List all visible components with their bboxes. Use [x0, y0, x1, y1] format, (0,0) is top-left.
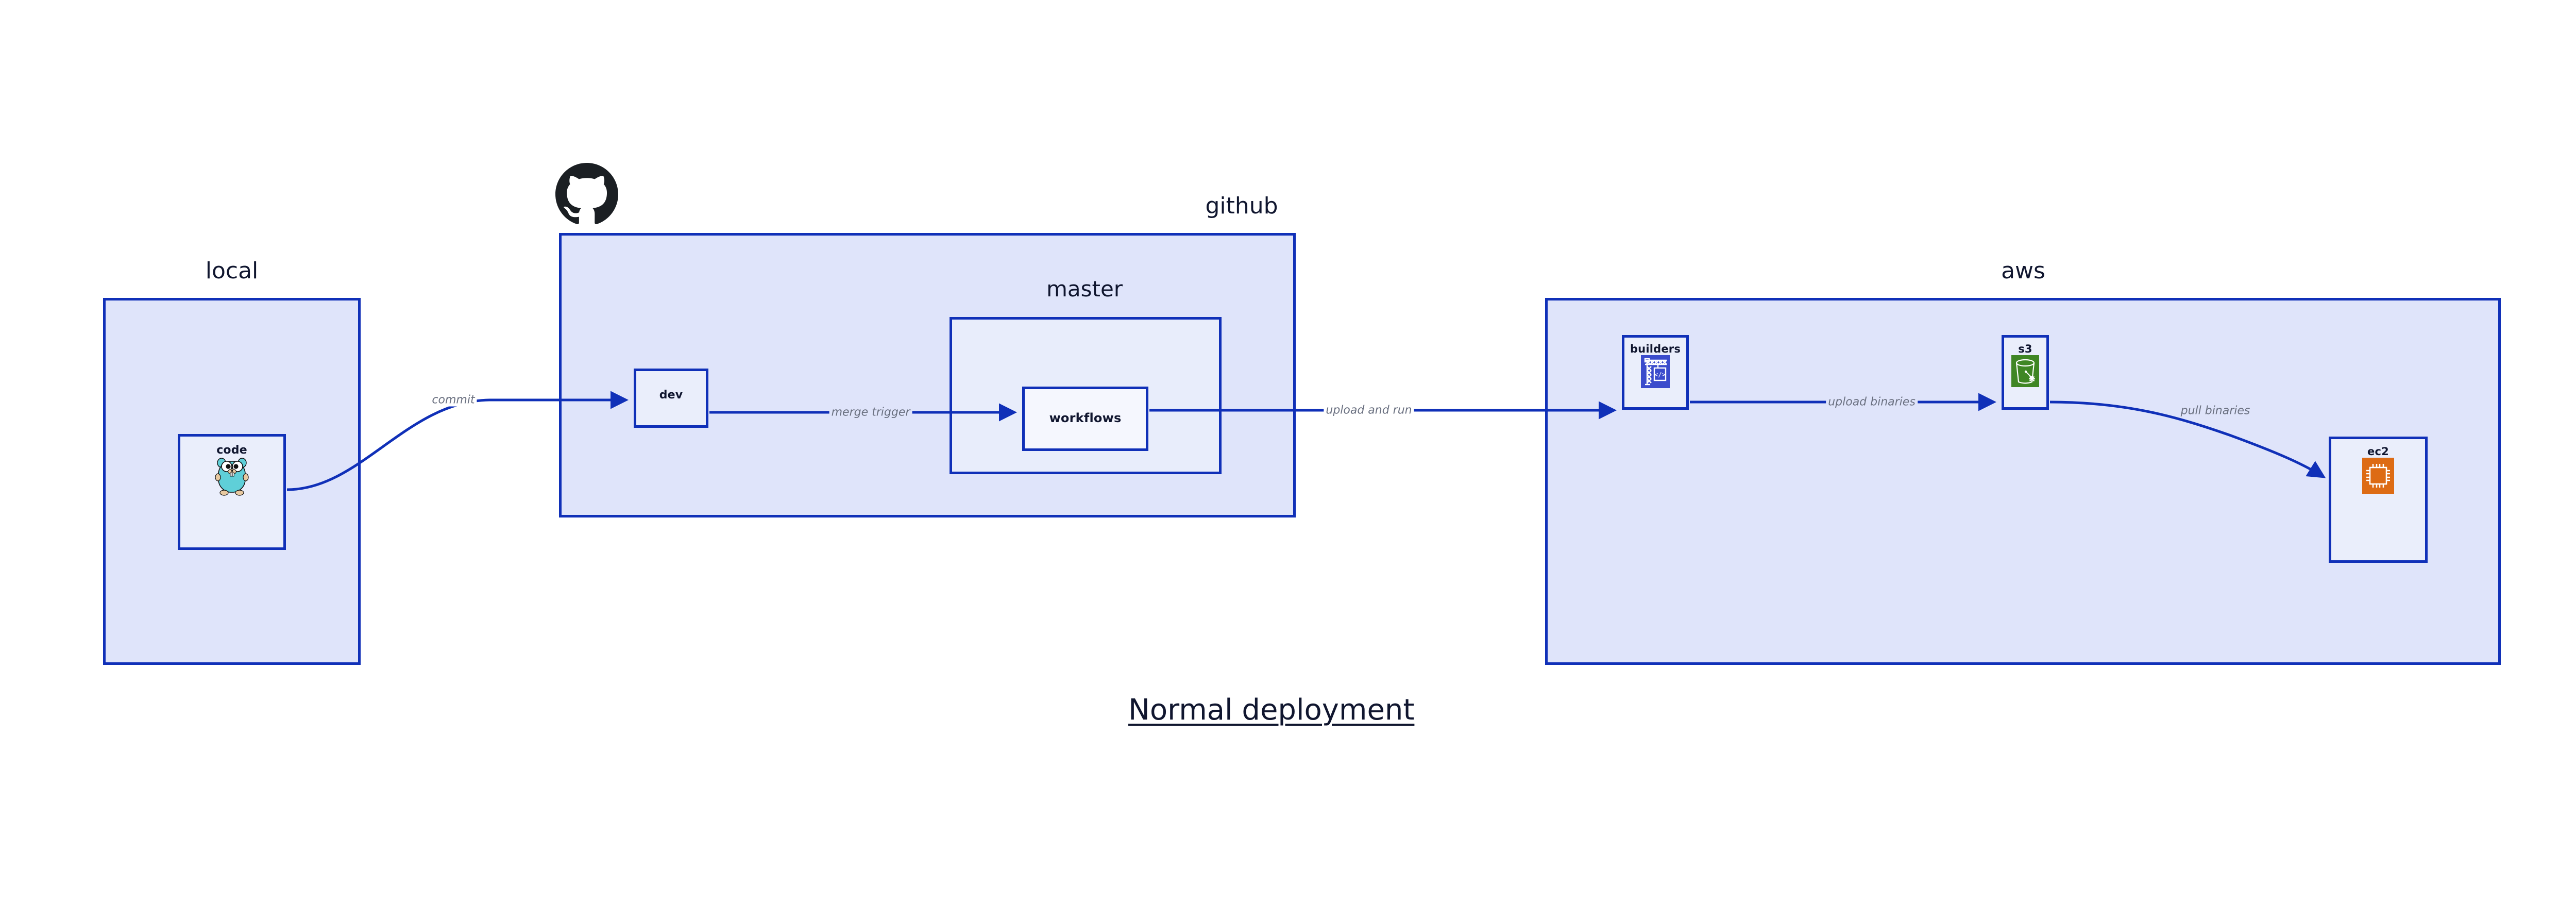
node-label-ec2: ec2	[2367, 445, 2389, 458]
node-code[interactable]: code	[178, 434, 286, 550]
node-s3[interactable]: s3	[2002, 335, 2049, 410]
diagram-title: Normal deployment	[1128, 693, 1415, 727]
node-label-builders: builders	[1630, 343, 1681, 355]
edge-label-upload-and-run: upload and run	[1324, 404, 1414, 417]
edge-label-commit: commit	[430, 393, 477, 407]
node-dev[interactable]: dev	[634, 369, 708, 428]
node-label-code: code	[216, 444, 247, 457]
node-ec2[interactable]: ec2	[2329, 437, 2428, 563]
node-builders[interactable]: builders </>	[1622, 335, 1689, 410]
github-octocat-icon	[555, 163, 618, 228]
node-label-workflows: workflows	[1049, 411, 1122, 425]
group-label-aws: aws	[2001, 258, 2045, 285]
edge-label-merge-trigger: merge trigger	[829, 406, 912, 419]
group-label-local: local	[205, 258, 259, 285]
node-label-dev: dev	[659, 389, 683, 402]
node-label-s3: s3	[2018, 343, 2032, 355]
aws-crane-code-icon: </>	[1641, 355, 1670, 391]
group-label-master: master	[1046, 276, 1123, 302]
edge-label-upload-binaries: upload binaries	[1826, 395, 1918, 409]
svg-text:</>: </>	[1654, 371, 1666, 378]
aws-ec2-chip-icon	[2362, 458, 2394, 496]
go-gopher-icon	[215, 457, 249, 498]
node-workflows[interactable]: workflows	[1022, 387, 1148, 451]
aws-s3-bucket-icon	[2011, 355, 2039, 390]
group-label-github: github	[1205, 193, 1278, 220]
edge-label-pull-binaries: pull binaries	[2178, 404, 2252, 417]
